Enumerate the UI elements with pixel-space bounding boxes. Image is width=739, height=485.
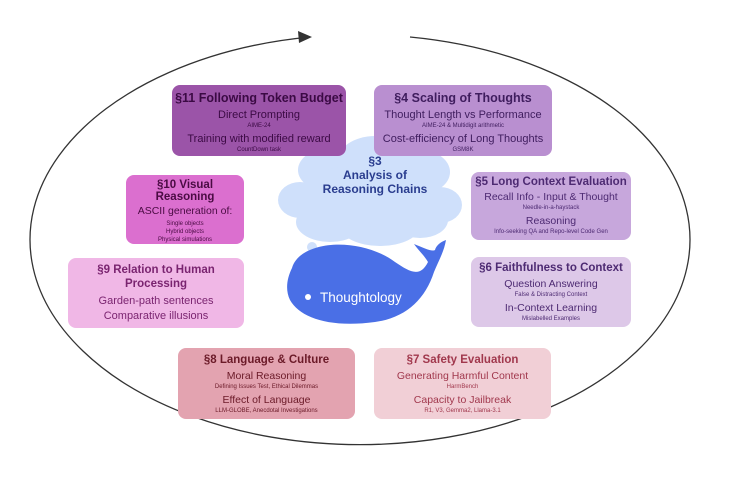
- box-s8-title: §8 Language & Culture: [203, 354, 330, 366]
- box-s4-scaling: §4 Scaling of Thoughts Thought Length vs…: [374, 85, 552, 156]
- center-section-number: §3: [368, 154, 382, 168]
- box-s7-title: §7 Safety Evaluation: [406, 354, 519, 366]
- box-s11-item1: Direct Prompting: [218, 109, 300, 121]
- box-s4-title: §4 Scaling of Thoughts: [394, 91, 532, 105]
- box-s5-item2: Reasoning: [525, 215, 577, 227]
- box-s9-human-processing: §9 Relation to Human Processing Garden-p…: [68, 258, 244, 328]
- box-s7-item1: Generating Harmful Content: [396, 370, 529, 382]
- box-s5-title: §5 Long Context Evaluation: [475, 176, 627, 188]
- box-s10-visual: §10 Visual Reasoning ASCII generation of…: [126, 175, 244, 244]
- box-s4-item2: Cost-efficiency of Long Thoughts: [382, 133, 544, 145]
- box-s11-item2-sub: CountDown task: [236, 147, 282, 153]
- center-title-line1: Analysis of: [342, 168, 408, 182]
- box-s8-item2: Effect of Language: [222, 394, 311, 406]
- whale-shape: [287, 240, 446, 324]
- box-s8-item2-sub: LLM-GLOBE, Anecdotal Investigations: [215, 408, 318, 414]
- box-s8-item1-sub: Defining Issues Test, Ethical Dilemmas: [214, 384, 319, 390]
- box-s8-item1: Moral Reasoning: [226, 370, 307, 382]
- box-s11-item2: Training with modified reward: [187, 133, 331, 145]
- box-s4-item1-sub: AIME-24 & Multidigit arithmetic: [421, 123, 505, 129]
- box-s7-item1-sub: HarmBench: [446, 384, 479, 390]
- box-s10-title: §10 Visual Reasoning: [155, 179, 215, 203]
- box-s7-item2: Capacity to Jailbreak: [413, 394, 512, 406]
- box-s5-item1: Recall Info - Input & Thought: [484, 191, 618, 203]
- box-s5-item2-sub: Info-seeking QA and Repo-level Code Gen: [494, 229, 608, 235]
- box-s6-title: §6 Faithfulness to Context: [479, 262, 623, 274]
- box-s10-sub1: Single objects: [166, 221, 204, 227]
- box-s5-item1-sub: Needle-in-a-haystack: [522, 205, 580, 211]
- box-s6-item1-sub: False & Distracting Context: [514, 292, 588, 298]
- cycle-arrowhead: [298, 31, 312, 43]
- box-s9-title: §9 Relation to Human Processing: [97, 264, 215, 290]
- box-s9-line1: Garden-path sentences: [98, 295, 214, 307]
- box-s10-sub3: Physical simulations: [157, 237, 213, 243]
- whale-label: Thoughtology: [320, 290, 402, 305]
- box-s10-sub2: Hybrid objects: [165, 229, 204, 235]
- box-s4-item2-sub: GSM8K: [452, 147, 474, 153]
- box-s11-title: §11 Following Token Budget: [175, 91, 343, 105]
- box-s7-item2-sub: R1, V3, Gemma2, Llama-3.1: [424, 408, 501, 414]
- box-s9-line2: Comparative illusions: [103, 310, 209, 322]
- box-s6-item2: In-Context Learning: [504, 302, 598, 314]
- whale-eye: [305, 294, 311, 300]
- box-s8-language-culture: §8 Language & Culture Moral Reasoning De…: [178, 348, 355, 419]
- box-s6-faithfulness: §6 Faithfulness to Context Question Answ…: [471, 257, 631, 327]
- thought-cloud: [278, 136, 462, 261]
- cycle-ellipse: [29, 36, 691, 446]
- box-s11-token-budget: §11 Following Token Budget Direct Prompt…: [172, 85, 346, 156]
- box-s7-safety: §7 Safety Evaluation Generating Harmful …: [374, 348, 551, 419]
- box-s11-item1-sub: AIME-24: [247, 123, 271, 129]
- box-s5-long-context: §5 Long Context Evaluation Recall Info -…: [471, 172, 631, 240]
- box-s6-item1: Question Answering: [504, 278, 598, 290]
- box-s10-main: ASCII generation of:: [137, 205, 233, 217]
- center-title-line2: Reasoning Chains: [322, 182, 428, 196]
- box-s4-item1: Thought Length vs Performance: [384, 109, 542, 121]
- box-s6-item2-sub: Mislabelled Examples: [521, 316, 581, 322]
